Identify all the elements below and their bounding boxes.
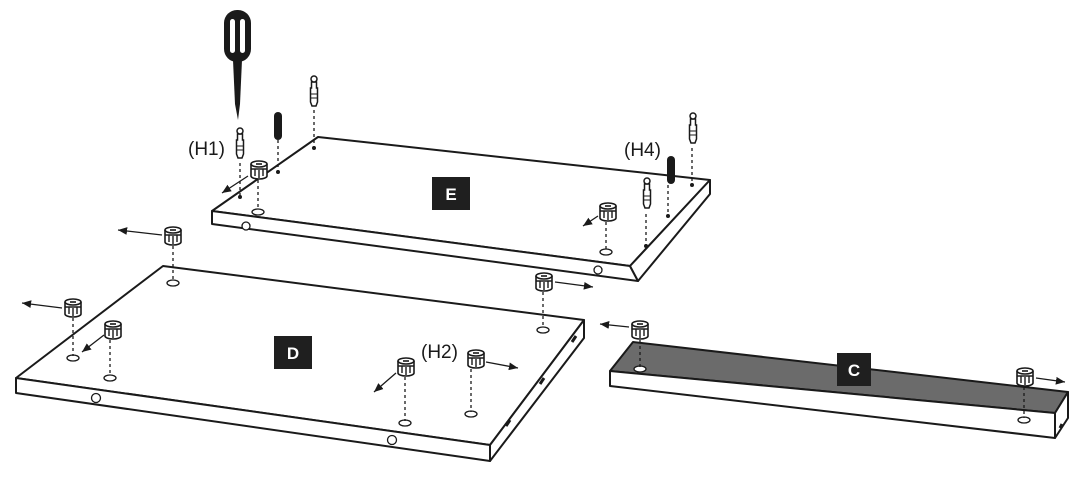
cam-bolt-icon [642, 177, 652, 209]
panel-c-hardware [599, 320, 1066, 418]
wooden-dowel-icon [274, 112, 282, 140]
cam-hole [251, 208, 265, 216]
direction-arrow-icon [599, 321, 630, 329]
svg-text:D: D [287, 344, 299, 363]
panel-e-label: E [432, 177, 470, 210]
direction-arrow-icon [485, 361, 519, 371]
cam-lock-icon [397, 357, 415, 377]
cam-lock-icon [467, 349, 485, 369]
cam-bolt-icon [235, 127, 245, 159]
direction-arrow-icon [373, 372, 397, 393]
cam-lock-icon [535, 272, 553, 292]
direction-arrow-icon [582, 215, 599, 227]
panel-d: D [15, 265, 585, 462]
callout-h2: (H2) [421, 342, 458, 363]
cam-lock-icon [64, 298, 82, 318]
cam-hole [166, 279, 180, 287]
svg-text:C: C [848, 361, 860, 380]
side-hole [90, 392, 102, 404]
panel-c: C [609, 341, 1069, 439]
direction-arrow-icon [81, 334, 105, 353]
cam-hole [536, 326, 550, 334]
callout-h1: (H1) [188, 139, 225, 160]
wooden-dowel-icon [667, 156, 675, 184]
cam-lock-icon [599, 202, 617, 222]
cam-lock-icon [164, 226, 182, 246]
svg-text:E: E [445, 185, 456, 204]
panel-c-label: C [837, 353, 871, 386]
side-hole [593, 265, 603, 275]
direction-arrow-icon [117, 227, 163, 236]
direction-arrow-icon [554, 281, 594, 290]
cam-bolt-icon [688, 112, 698, 144]
direction-arrow-icon [1035, 376, 1066, 385]
panel-d-label: D [274, 336, 312, 369]
cam-lock-icon [631, 320, 649, 340]
side-hole [241, 221, 251, 231]
panel-e-hardware: (H1) (H4) [188, 75, 698, 250]
cam-hole [103, 374, 117, 382]
cam-bolt-icon [309, 75, 319, 107]
panel-e: E [211, 136, 711, 282]
callout-h4: (H4) [624, 140, 661, 161]
direction-arrow-icon [221, 175, 249, 194]
cam-lock-icon [250, 160, 268, 180]
side-hole [386, 434, 398, 446]
direction-arrow-icon [21, 300, 63, 309]
cam-lock-icon [104, 320, 122, 340]
panel-d-hardware: (H2) [21, 226, 594, 421]
cam-hole [599, 248, 613, 256]
cam-lock-icon [1016, 367, 1034, 387]
screwdriver-icon [224, 10, 251, 120]
